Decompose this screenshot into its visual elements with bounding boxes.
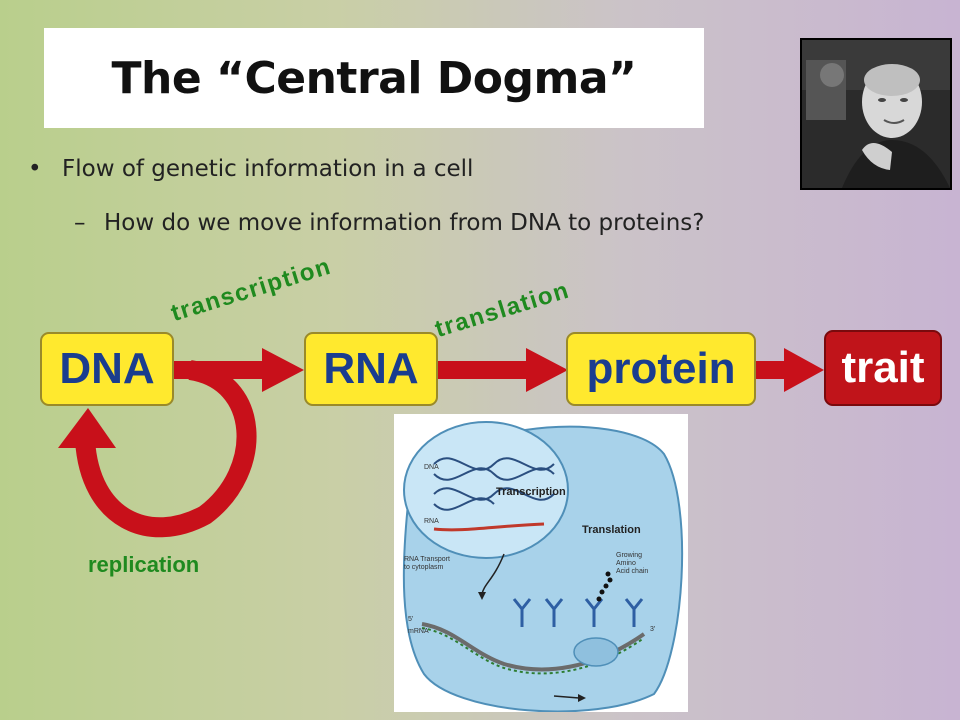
- cell-transcription-label: Transcription: [496, 486, 566, 498]
- portrait-photo: [800, 38, 952, 190]
- bullet-level1: • Flow of genetic information in a cell: [28, 156, 473, 182]
- rna-label: RNA: [323, 344, 419, 393]
- protein-box: protein: [566, 332, 756, 406]
- replication-loop-arrow: [58, 360, 257, 538]
- cell-translation-label: Translation: [582, 524, 641, 536]
- cell-rna-label: RNA: [424, 518, 439, 525]
- trait-label: trait: [841, 343, 925, 392]
- rna-box: RNA: [304, 332, 438, 406]
- arrow-protein-to-trait: [756, 348, 824, 392]
- cell-illustration: Transcription Translation DNA RNA RNA Tr…: [394, 414, 688, 713]
- trait-box: trait: [824, 330, 942, 406]
- bullet1-text: Flow of genetic information in a cell: [62, 156, 474, 182]
- dna-box: DNA: [40, 332, 174, 406]
- portrait-image: [802, 40, 950, 188]
- bullet2-text: How do we move information from DNA to p…: [104, 210, 705, 236]
- cell-five-prime-label: 5': [408, 616, 414, 623]
- title-box: The “Central Dogma”: [44, 28, 704, 128]
- cell-growing-chain-label: Growing Amino Acid chain: [616, 552, 649, 575]
- dna-label: DNA: [59, 344, 155, 393]
- cell-drawing: [402, 421, 684, 713]
- replication-label: replication: [88, 552, 200, 577]
- protein-label: protein: [586, 344, 736, 393]
- arrow-rna-to-protein: [436, 348, 568, 392]
- cell-mrna-label: mRNA: [408, 628, 429, 635]
- bullet-level2: –How do we move information from DNA to …: [74, 210, 705, 236]
- dash-marker: –: [74, 210, 86, 236]
- cell-rna-transport-label: RNA Transport to cytoplasm: [404, 556, 450, 571]
- cell-three-prime-label: 3': [650, 626, 656, 633]
- slide-title: The “Central Dogma”: [111, 52, 637, 104]
- cell-dna-label: DNA: [424, 464, 439, 471]
- bullet-marker: •: [28, 156, 42, 182]
